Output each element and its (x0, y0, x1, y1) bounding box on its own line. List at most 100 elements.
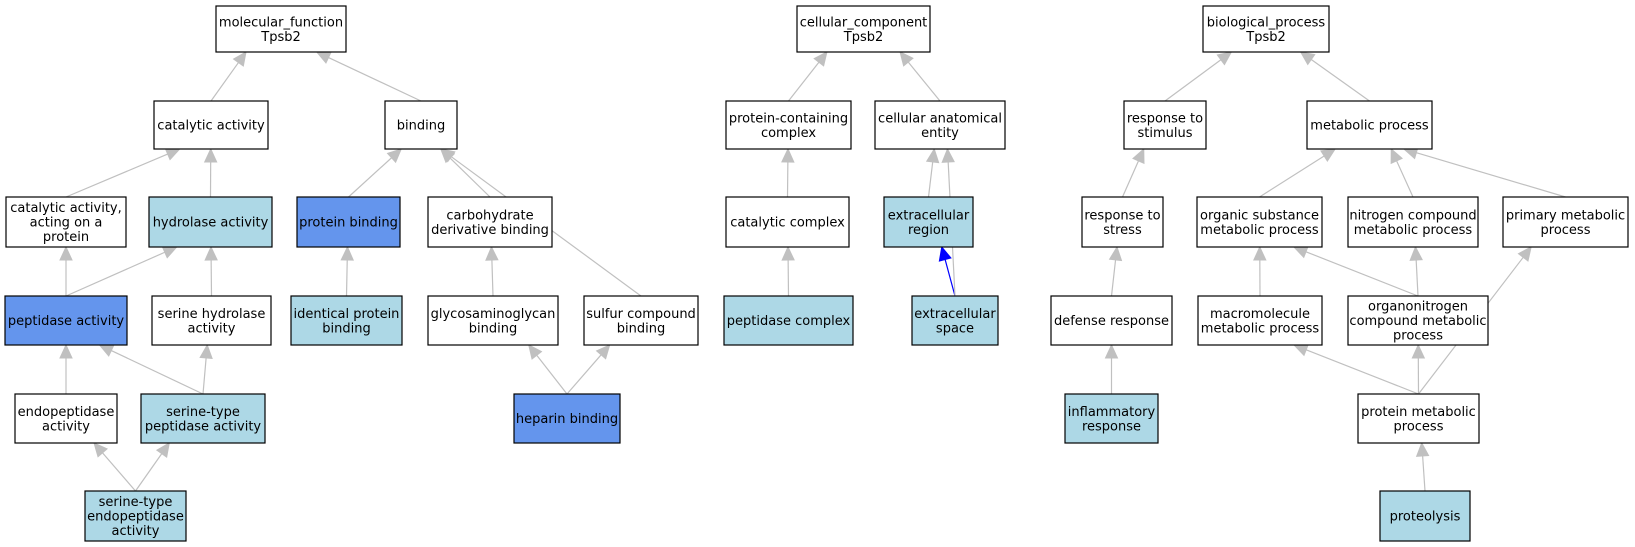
term-box (583, 295, 699, 346)
arrowhead-serine_peptidase-to-serine_hydrolase (199, 343, 213, 360)
term-box (1379, 490, 1471, 542)
arrowhead-serine_hydrolase-to-hydrolase (204, 245, 218, 261)
term-label-line: cellular_component (800, 15, 928, 30)
edge-primary_metabolic-to-metabolic (1416, 152, 1566, 198)
edge-identical_protein-to-protein_binding (345, 259, 348, 297)
arrowhead-protein_complex-to-cc_root (813, 51, 828, 67)
edge-organic_substance-to-metabolic (1259, 155, 1325, 198)
term-box (725, 100, 852, 150)
term-node-proteolysis: proteolysis (1379, 490, 1471, 542)
term-label-line: primary metabolic (1506, 208, 1625, 223)
arrowhead-catalytic-to-mf_root (232, 51, 247, 67)
arrowhead-organic_substance-to-metabolic (1320, 148, 1337, 162)
edge-protein_complex-to-cc_root (788, 61, 820, 102)
term-box (140, 393, 266, 444)
term-box (874, 100, 1006, 150)
term-box (1347, 196, 1479, 248)
term-label-line: serine-type (99, 495, 173, 510)
term-box (1202, 5, 1330, 53)
edge-response_stimulus-to-bp_root (1164, 59, 1222, 102)
term-label-line: carbohydrate (446, 208, 533, 223)
term-label-line: complex (761, 126, 816, 141)
arrowhead-organonitrogen-to-nitrogen_compound (1409, 245, 1423, 261)
arrowhead-catalytic_complex-to-protein_complex (781, 147, 795, 163)
term-box (148, 196, 273, 248)
term-label-line: process (1394, 419, 1444, 434)
term-box (911, 295, 999, 346)
term-node-metabolic: metabolic process (1306, 100, 1433, 150)
edge-cell_entity-to-cc_root (907, 61, 941, 102)
arrowhead-inflammatory-to-defense_response (1104, 343, 1119, 359)
term-label-line: binding (617, 321, 665, 336)
term-box (1306, 100, 1433, 150)
term-label-line: serine hydrolase (158, 307, 266, 322)
term-box (427, 295, 559, 346)
term-label-line: space (936, 321, 974, 336)
term-label-line: protein (43, 230, 89, 245)
term-label-line: stimulus (1137, 126, 1192, 141)
arrowhead-nitrogen_compound-to-metabolic (1390, 147, 1403, 165)
term-label-line: compound metabolic (1349, 314, 1486, 329)
term-label-line: Tpsb2 (843, 30, 884, 45)
arrowhead-cat_protein-to-catalytic (164, 148, 181, 161)
term-label-line: response to (1084, 208, 1160, 223)
edge-response_stress-to-response_stimulus (1121, 160, 1140, 198)
arrowhead-response_stress-to-response_stimulus (1132, 147, 1145, 165)
term-box (1357, 393, 1480, 444)
term-label-line: derivative binding (431, 223, 549, 238)
term-label-line: hydrolase activity (153, 216, 269, 231)
edge-peptidase-to-hydrolase (65, 251, 166, 297)
term-label-line: binding (397, 119, 445, 134)
arrowhead-macromolecule-to-organic_substance (1253, 245, 1267, 261)
term-box (1502, 196, 1629, 248)
edge-catalytic-to-mf_root (210, 62, 239, 102)
term-label-line: activity (112, 524, 160, 539)
term-label-line: stress (1103, 223, 1142, 238)
term-label-line: peptidase activity (145, 419, 262, 434)
term-label-line: heparin binding (516, 412, 618, 427)
term-box (4, 295, 128, 346)
term-box (1081, 196, 1164, 248)
edges-layer (59, 51, 1566, 492)
arrowhead-cell_entity-to-cc_root (899, 51, 914, 67)
term-box (725, 196, 850, 248)
term-label-line: protein-containing (729, 111, 848, 126)
arrowhead-identical_protein-to-protein_binding (340, 245, 355, 261)
term-box (5, 196, 127, 248)
edge-proteolysis-to-protein_metabolic (1422, 455, 1426, 492)
term-box (427, 196, 553, 248)
term-box (215, 5, 347, 53)
term-label-line: peptidase activity (8, 314, 125, 329)
arrowhead-peptidase_complex-to-catalytic_complex (781, 245, 795, 261)
term-label-line: proteolysis (1390, 510, 1461, 525)
term-label-line: catalytic activity (157, 119, 265, 134)
term-label-line: metabolic process (1200, 223, 1319, 238)
term-node-protein-binding: protein binding (296, 196, 401, 248)
term-label-line: macromolecule (1210, 307, 1310, 322)
arrowhead-protein_metabolic-to-primary_metabolic (1517, 246, 1532, 262)
term-label-line: endopeptidase (18, 405, 115, 420)
arrowhead-extracellular_space-to-cell_entity (941, 147, 955, 163)
term-box (151, 295, 272, 346)
term-label-line: organic substance (1200, 208, 1319, 223)
term-label-line: extracellular (914, 307, 996, 322)
edge-cat_protein-to-catalytic (65, 153, 168, 198)
term-label-line: metabolic process (1310, 119, 1429, 134)
term-label-line: Tpsb2 (260, 30, 301, 45)
term-box (1196, 196, 1323, 248)
edge-binding-to-mf_root (328, 56, 422, 102)
term-box (723, 295, 854, 346)
